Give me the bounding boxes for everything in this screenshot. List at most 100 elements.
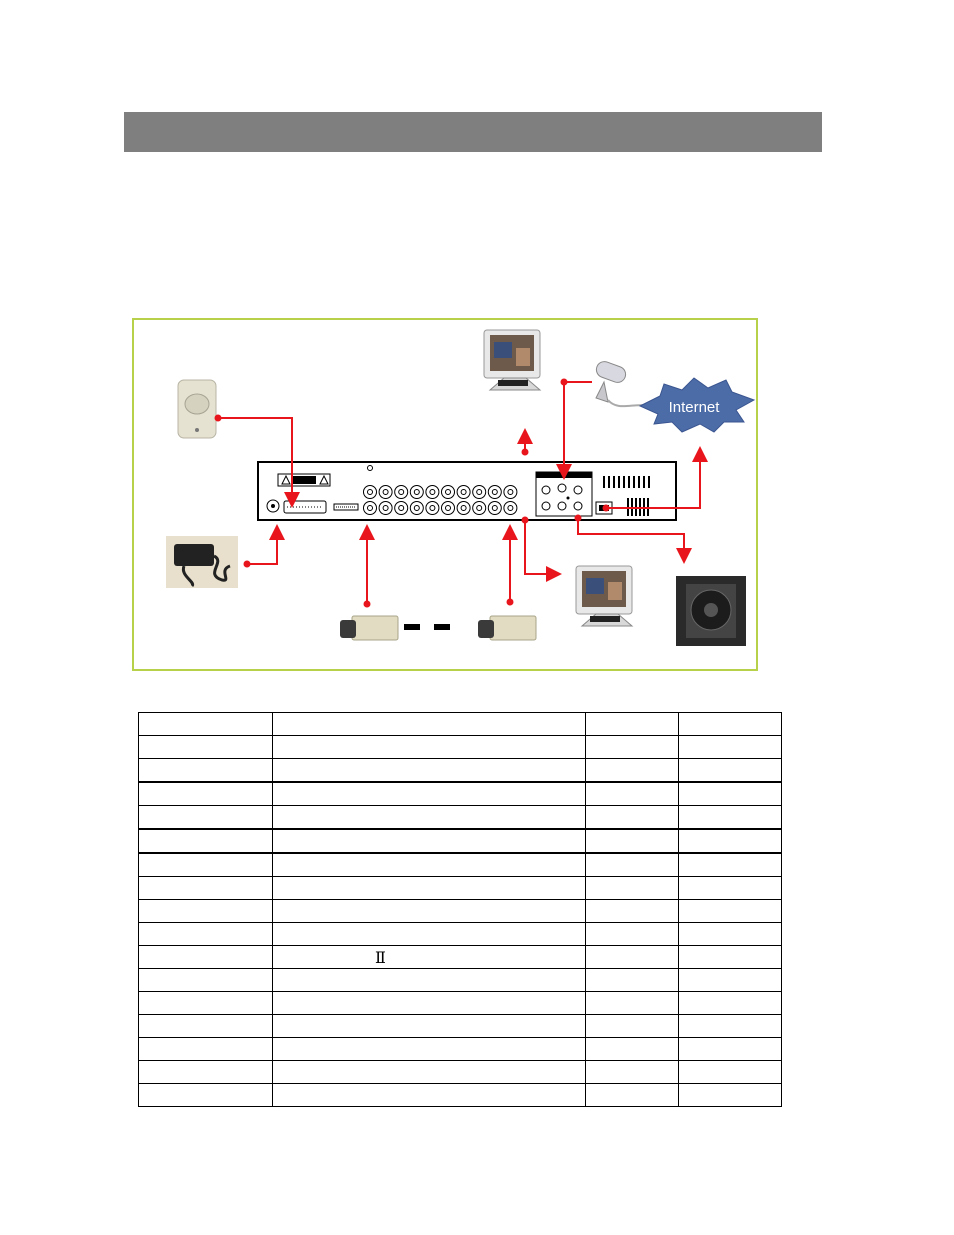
- table-row: [138, 991, 782, 1015]
- table-cell: [138, 945, 273, 969]
- monitor-icon-top: [483, 329, 542, 391]
- camera-icon-1: [340, 615, 399, 641]
- table-cell: [678, 876, 782, 900]
- table-cell: [272, 1060, 586, 1084]
- camera-icon-2: [478, 615, 537, 641]
- table-cell: [272, 805, 586, 830]
- table-cell: [272, 991, 586, 1015]
- camera-separator: [404, 624, 450, 630]
- table-cell: [138, 899, 273, 923]
- bnc-port-center: [445, 489, 451, 495]
- audio-ports-block: [535, 471, 593, 517]
- table-cell: [138, 1037, 273, 1061]
- bnc-port-center: [476, 505, 483, 511]
- table-cell: [678, 968, 782, 992]
- bnc-port-center: [382, 489, 389, 495]
- table-cell: [678, 758, 782, 783]
- internet-cloud-icon: Internet: [638, 377, 756, 433]
- table-row: [138, 805, 782, 830]
- bnc-port-center: [491, 505, 498, 511]
- bnc-port-center: [367, 489, 373, 495]
- bnc-port-center: [429, 489, 436, 495]
- table-cell: [585, 899, 679, 923]
- table-cell: [272, 1037, 586, 1061]
- bnc-port-center: [445, 505, 451, 511]
- table-cell: [678, 1083, 782, 1107]
- table-cell: [272, 922, 586, 946]
- table-cell: [272, 899, 586, 923]
- table-cell: [678, 828, 782, 854]
- table-row: Ⅱ: [138, 945, 782, 969]
- table-cell: [678, 781, 782, 806]
- bnc-port-center: [429, 505, 436, 511]
- table-row: [138, 899, 782, 923]
- power-adapter-icon: [166, 536, 238, 588]
- monitor-icon-bottom: [575, 565, 634, 627]
- table-cell: [272, 968, 586, 992]
- bnc-port-center: [476, 489, 483, 495]
- specification-table: Ⅱ: [138, 712, 782, 1107]
- alarm-io-connector: [283, 500, 327, 514]
- table-cell: [585, 712, 679, 736]
- bnc-port-center: [398, 505, 405, 511]
- table-cell: [678, 735, 782, 759]
- bnc-port-center: [413, 489, 420, 495]
- table-row: [138, 968, 782, 992]
- section-header-bar: [124, 112, 822, 152]
- table-row: [138, 1083, 782, 1107]
- table-cell: [272, 876, 586, 900]
- table-cell: [138, 876, 273, 900]
- table-row: [138, 1037, 782, 1061]
- table-cell: [678, 945, 782, 969]
- table-row: [138, 1060, 782, 1084]
- table-cell: [585, 735, 679, 759]
- table-cell: [585, 805, 679, 830]
- speaker-icon: [676, 576, 746, 646]
- table-cell: [272, 828, 586, 854]
- internet-label: Internet: [669, 399, 721, 416]
- connection-diagram: Internet: [132, 318, 758, 671]
- table-cell: [678, 922, 782, 946]
- table-cell: [678, 1037, 782, 1061]
- table-row: [138, 852, 782, 877]
- table-cell: [585, 828, 679, 854]
- table-cell: [678, 991, 782, 1015]
- table-cell: Ⅱ: [272, 945, 586, 969]
- table-cell: [272, 758, 586, 783]
- table-cell: [138, 781, 273, 806]
- bnc-port-center: [413, 505, 420, 511]
- table-cell: [272, 852, 586, 877]
- table-cell: [585, 758, 679, 783]
- table-cell: [585, 876, 679, 900]
- table-cell: [138, 1014, 273, 1038]
- table-cell: [678, 899, 782, 923]
- table-cell-text: Ⅱ: [375, 947, 386, 967]
- table-cell: [138, 991, 273, 1015]
- table-cell: [585, 852, 679, 877]
- table-cell: [678, 1060, 782, 1084]
- table-row: [138, 876, 782, 900]
- bnc-ports: [363, 485, 518, 515]
- table-row: [138, 712, 782, 736]
- table-row: [138, 922, 782, 946]
- table-cell: [585, 1037, 679, 1061]
- table-cell: [678, 805, 782, 830]
- table-cell: [272, 1014, 586, 1038]
- table-cell: [138, 758, 273, 783]
- motion-sensor-icon: [177, 379, 217, 439]
- microphone-icon: [595, 361, 655, 408]
- table-row: [138, 1014, 782, 1038]
- connection-arrows: [214, 378, 708, 608]
- table-cell: [585, 1014, 679, 1038]
- warning-label: [277, 473, 331, 487]
- table-cell: [138, 1060, 273, 1084]
- table-cell: [585, 922, 679, 946]
- table-cell: [585, 945, 679, 969]
- table-cell: [272, 1083, 586, 1107]
- table-cell: [138, 1083, 273, 1107]
- table-cell: [272, 735, 586, 759]
- table-cell: [138, 968, 273, 992]
- table-row: [138, 828, 782, 854]
- table-cell: [585, 781, 679, 806]
- table-cell: [138, 852, 273, 877]
